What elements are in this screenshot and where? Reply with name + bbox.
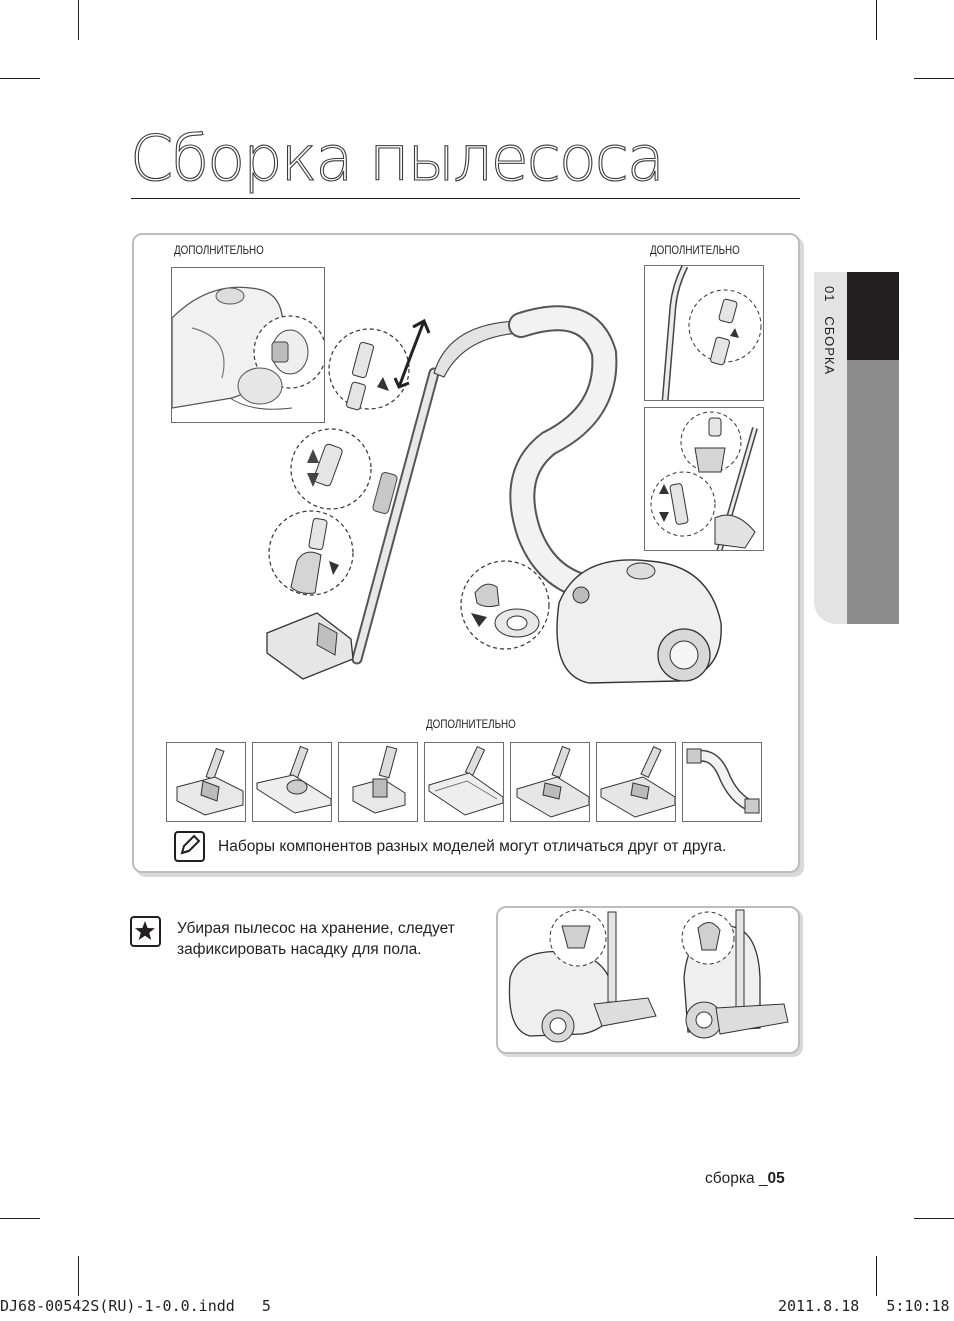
crop-mark xyxy=(914,1218,954,1219)
page-footer: сборка _05 xyxy=(705,1170,785,1187)
accessory-mini-turbo-brush-image xyxy=(338,742,418,822)
title-rule xyxy=(131,198,800,199)
print-slug-date: 2011.8.18 5:10:18 xyxy=(778,1297,950,1315)
hose-inlet-inset xyxy=(171,267,325,423)
storage-position-figure xyxy=(496,906,800,1054)
crop-mark xyxy=(78,1256,79,1296)
note-pencil-icon xyxy=(174,831,205,862)
assembly-figure: ДОПОЛНИТЕЛЬНО ДОПОЛНИТЕЛЬНО xyxy=(132,233,800,873)
storage-tip-text: Убирая пылесос на хранение, следует зафи… xyxy=(177,920,455,958)
optional-label-right: ДОПОЛНИТЕЛЬНО xyxy=(650,243,740,257)
accessory-carry-strap-image xyxy=(682,742,762,822)
tube-storage-inset xyxy=(644,407,764,551)
crop-mark xyxy=(876,0,877,40)
accessory-turbo-brush-image xyxy=(166,742,246,822)
section-tab-label: 01 СБОРКА xyxy=(822,286,837,376)
print-slug-file: DJ68-00542S(RU)-1-0.0.indd 5 xyxy=(0,1297,271,1315)
crop-mark xyxy=(876,1256,877,1296)
note-row: Наборы компонентов разных моделей могут … xyxy=(174,831,784,865)
accessory-floor-brush-wide-image xyxy=(510,742,590,822)
accessory-wood-floor-brush-image xyxy=(424,742,504,822)
accessory-parquet-brush-image xyxy=(252,742,332,822)
section-side-tab: 01 СБОРКА xyxy=(814,272,899,624)
accessory-floor-brush-slim-image xyxy=(596,742,676,822)
telescopic-tube-inset xyxy=(644,265,764,401)
crop-mark xyxy=(0,1218,40,1219)
crop-mark xyxy=(914,78,954,79)
optional-label-left: ДОПОЛНИТЕЛЬНО xyxy=(174,243,264,257)
optional-label-accessories: ДОПОЛНИТЕЛЬНО xyxy=(426,717,516,731)
vacuum-cleaner-illustration xyxy=(259,303,739,733)
note-text: Наборы компонентов разных моделей могут … xyxy=(218,838,727,855)
star-icon xyxy=(130,916,161,947)
crop-mark xyxy=(78,0,79,40)
crop-mark xyxy=(0,78,40,79)
page-title: Сборка пылесоса xyxy=(129,122,665,195)
